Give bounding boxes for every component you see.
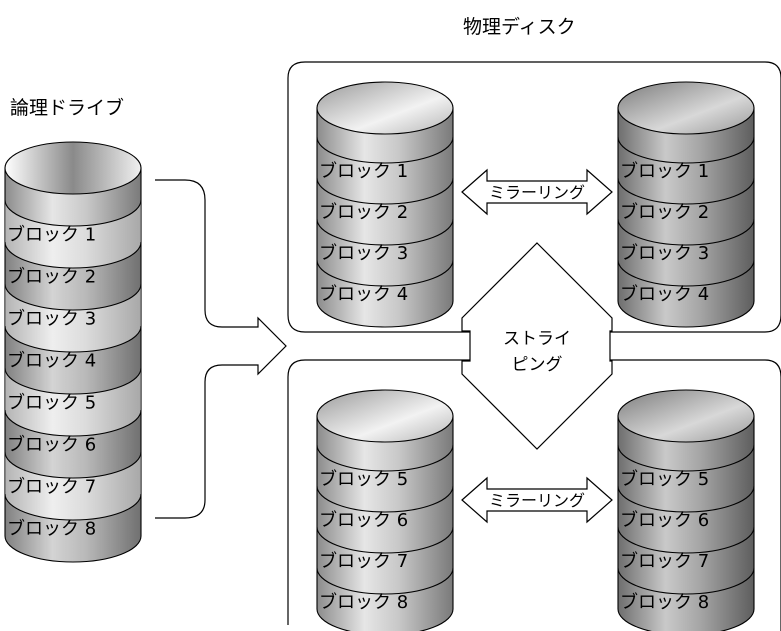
block-label: ブロック 3: [7, 307, 96, 329]
cylinder-segment: [5, 326, 141, 394]
block-separator: [316, 485, 454, 513]
cylinder-top: [316, 81, 454, 135]
cylinder-top: [617, 81, 755, 135]
block-separator: [617, 444, 755, 472]
cylinder-top: [4, 141, 142, 195]
block-label: ブロック 5: [7, 391, 96, 413]
block-label: ブロック 6: [620, 509, 709, 531]
cylinder-segment: [5, 494, 141, 562]
block-separator: [617, 567, 755, 595]
block-separator: [316, 136, 454, 164]
block-separator: [617, 485, 755, 513]
block-separator: [316, 259, 454, 287]
cylinder-segment: [5, 368, 141, 436]
physical-disk-title: 物理ディスク: [463, 16, 576, 38]
mirror-label-bottom: ミラーリング: [489, 491, 585, 510]
block-separator: [316, 567, 454, 595]
mirror-label-top: ミラーリング: [489, 183, 585, 202]
block-label: ブロック 4: [7, 349, 96, 371]
striping-diamond: [461, 242, 613, 450]
physical-disk-bottom-right: ブロック 5 ブロック 6 ブロック 7 ブロック 8: [617, 389, 755, 631]
physical-disk-bottom-left: ブロック 5 ブロック 6 ブロック 7 ブロック 8: [316, 389, 454, 631]
block-label: ブロック 3: [620, 242, 709, 264]
cylinder-segment: [5, 242, 141, 310]
cylinder-top: [617, 389, 755, 443]
block-label: ブロック 1: [319, 160, 408, 182]
mirror-arrow-bottom: [461, 476, 613, 524]
block-label: ブロック 2: [7, 265, 96, 287]
block-separator: [316, 177, 454, 205]
block-label: ブロック 3: [319, 242, 408, 264]
block-label: ブロック 8: [7, 517, 96, 539]
mirror-group-box-top: [287, 61, 781, 333]
cylinder-segment: [5, 410, 141, 478]
block-separator: [4, 325, 142, 353]
logical-drive-cylinder: ブロック 1 ブロック 2 ブロック 3 ブロック 4 ブロック 5 ブロック 6 ブロック…: [4, 141, 142, 563]
block-separator: [4, 241, 142, 269]
cylinder-segment: [5, 200, 141, 268]
block-separator: [316, 526, 454, 554]
striping-label-line2: ピング: [512, 355, 563, 375]
block-label: ブロック 6: [7, 433, 96, 455]
block-label: ブロック 4: [620, 283, 709, 305]
block-label: ブロック 7: [7, 475, 96, 497]
cylinder-top: [316, 389, 454, 443]
block-separator: [4, 283, 142, 311]
block-label: ブロック 7: [319, 550, 408, 572]
block-separator: [617, 136, 755, 164]
block-separator: [617, 218, 755, 246]
block-label: ブロック 2: [319, 201, 408, 223]
block-separator: [4, 493, 142, 521]
block-label: ブロック 4: [319, 283, 408, 305]
striping-label-line1: ストライ: [503, 329, 571, 349]
logical-drive-title: 論理ドライブ: [10, 97, 125, 119]
block-separator: [4, 199, 142, 227]
block-label: ブロック 1: [7, 223, 96, 245]
block-separator: [316, 218, 454, 246]
block-label: ブロック 6: [319, 509, 408, 531]
block-label: ブロック 7: [620, 550, 709, 572]
block-label: ブロック 2: [620, 201, 709, 223]
block-separator: [617, 259, 755, 287]
block-separator: [316, 444, 454, 472]
block-label: ブロック 8: [319, 591, 408, 613]
cylinder-segment: [5, 284, 141, 352]
cylinder-segment: [5, 452, 141, 520]
physical-disk-top-left: ブロック 1 ブロック 2 ブロック 3 ブロック 4: [316, 81, 454, 328]
logical-to-physical-arrow: [155, 179, 287, 519]
block-label: ブロック 5: [319, 468, 408, 490]
block-separator: [617, 526, 755, 554]
block-label: ブロック 5: [620, 468, 709, 490]
block-separator: [4, 409, 142, 437]
physical-disk-top-right: ブロック 1 ブロック 2 ブロック 3 ブロック 4: [617, 81, 755, 328]
mirror-arrow-top: [461, 168, 613, 216]
block-separator: [4, 451, 142, 479]
block-label: ブロック 1: [620, 160, 709, 182]
block-separator: [4, 367, 142, 395]
block-label: ブロック 8: [620, 591, 709, 613]
block-separator: [617, 177, 755, 205]
